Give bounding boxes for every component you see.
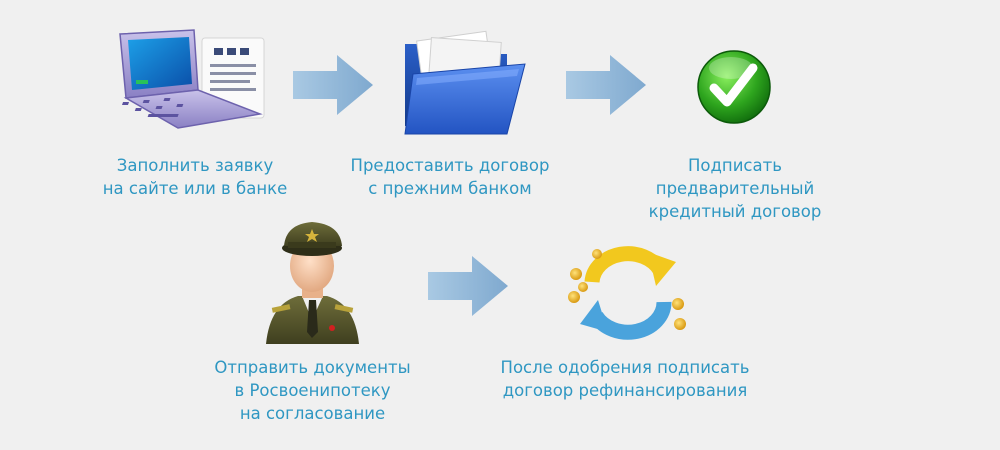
step-caption-fill-application: Заполнить заявку на сайте или в банке <box>85 154 305 200</box>
step-caption-sign-refinancing: После одобрения подписать договор рефина… <box>475 356 775 402</box>
step-caption-send-documents: Отправить документы в Росвоенипотеку на … <box>190 356 435 425</box>
step-caption-sign-preliminary: Подписать предварительный кредитный дого… <box>620 154 850 223</box>
caption-line: Подписать <box>688 156 782 175</box>
officer-icon <box>266 222 359 344</box>
caption-line: на согласование <box>239 404 386 423</box>
caption-line: в Росвоенипотеку <box>234 381 391 400</box>
caption-line: с прежним банком <box>368 179 532 198</box>
arrow-right-icon <box>293 55 373 115</box>
step-caption-provide-contract: Предоставить договор с прежним банком <box>340 154 560 200</box>
arrow-right-icon <box>428 256 508 316</box>
folder-icon <box>404 30 526 135</box>
arrow-right-icon <box>566 55 646 115</box>
caption-line: договор рефинансирования <box>502 381 748 400</box>
caption-line: кредитный договор <box>648 202 822 221</box>
refresh-coins-icon <box>568 246 686 340</box>
caption-line: Заполнить заявку <box>116 156 274 175</box>
caption-line: на сайте или в банке <box>102 179 288 198</box>
caption-line: Отправить документы <box>214 358 411 377</box>
caption-line: предварительный <box>655 179 815 198</box>
checkmark-icon <box>697 50 771 124</box>
caption-line: После одобрения подписать <box>500 358 750 377</box>
laptop-icon <box>119 29 265 129</box>
caption-line: Предоставить договор <box>350 156 550 175</box>
